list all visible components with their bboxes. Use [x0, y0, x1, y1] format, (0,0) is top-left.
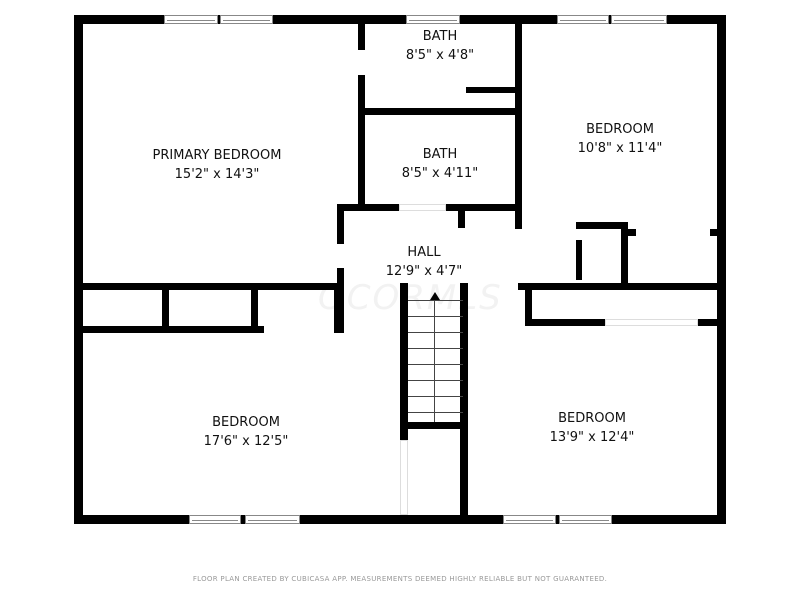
room-name: BEDROOM [586, 122, 654, 137]
wall [460, 283, 468, 518]
wall [162, 283, 169, 333]
room-name: BEDROOM [558, 411, 626, 426]
wall [337, 204, 344, 244]
room-dimensions: 8'5" x 4'8" [405, 48, 475, 63]
wall [621, 222, 628, 285]
room-name: BEDROOM [212, 415, 280, 430]
doorway [399, 204, 446, 211]
staircase [408, 292, 463, 422]
room-bedroom-se: BEDROOM 13'9" x 12'4" [550, 409, 635, 447]
room-bedroom-ne: BEDROOM 10'8" x 11'4" [578, 120, 663, 158]
window [189, 515, 241, 524]
room-dimensions: 15'2" x 14'3" [174, 167, 260, 182]
wall [710, 229, 717, 236]
wall [628, 229, 636, 236]
wall [446, 204, 522, 211]
window [559, 515, 612, 524]
window [611, 15, 667, 24]
window [245, 515, 300, 524]
outer-wall-bottom [74, 515, 726, 524]
room-name: HALL [407, 245, 441, 260]
window [164, 15, 218, 24]
room-primary-bedroom: PRIMARY BEDROOM 15'2" x 14'3" [153, 146, 282, 184]
wall [576, 222, 628, 229]
window [557, 15, 609, 24]
room-dimensions: 8'5" x 4'11" [401, 166, 479, 181]
window [503, 515, 556, 524]
wall [74, 326, 264, 333]
room-dimensions: 10'8" x 11'4" [577, 141, 663, 156]
stair-direction-arrow-icon [430, 292, 440, 300]
wall [466, 87, 522, 93]
wall [358, 24, 365, 50]
wall [251, 283, 258, 333]
outer-wall-right [717, 15, 726, 524]
wall [515, 24, 522, 229]
outer-wall-top [74, 15, 726, 24]
wall [400, 422, 468, 429]
room-hall: HALL 12'9" x 4'7" [386, 243, 462, 281]
room-name: PRIMARY BEDROOM [152, 148, 282, 163]
disclaimer-footer: FLOOR PLAN CREATED BY CUBICASA APP. MEAS… [192, 575, 608, 583]
room-bedroom-sw: BEDROOM 17'6" x 12'5" [204, 413, 289, 451]
doorway [400, 440, 408, 515]
room-name: BATH [422, 29, 458, 44]
wall [525, 319, 605, 326]
wall [74, 283, 344, 290]
wall [358, 75, 365, 210]
window [406, 15, 460, 24]
wall [358, 108, 522, 115]
room-dimensions: 12'9" x 4'7" [385, 264, 463, 279]
wall [458, 204, 465, 228]
wall [337, 204, 399, 211]
room-name: BATH [422, 147, 458, 162]
wall [576, 240, 582, 280]
room-dimensions: 17'6" x 12'5" [203, 434, 289, 449]
doorway [605, 319, 698, 326]
room-bath-lower: BATH 8'5" x 4'11" [402, 145, 478, 183]
wall [525, 283, 532, 325]
window [220, 15, 273, 24]
room-bath-upper: BATH 8'5" x 4'8" [406, 27, 474, 65]
outer-wall-left [74, 15, 83, 524]
wall [400, 283, 408, 440]
wall [334, 283, 344, 333]
watermark: OCORMLS [318, 278, 503, 318]
room-dimensions: 13'9" x 12'4" [549, 430, 635, 445]
wall [698, 319, 717, 326]
wall [518, 283, 726, 290]
